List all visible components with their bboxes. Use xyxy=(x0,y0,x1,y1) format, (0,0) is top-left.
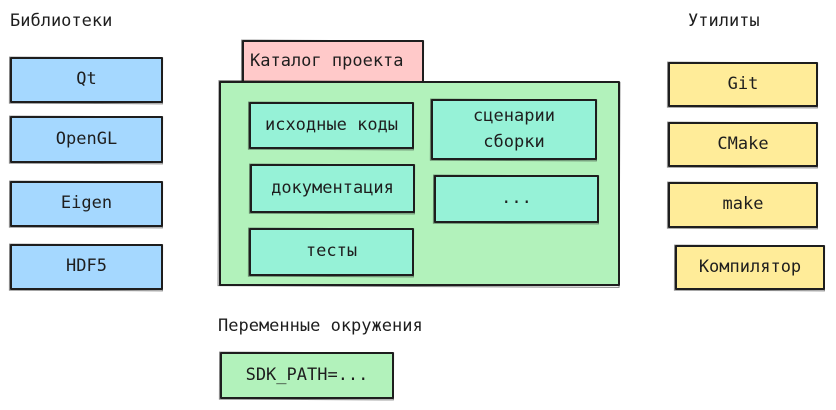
utility-git: Git xyxy=(668,62,818,107)
catalog-title: Каталог проекта xyxy=(250,50,404,71)
utility-compiler-label: Компилятор xyxy=(698,256,802,277)
utility-cmake: CMake xyxy=(668,122,818,167)
catalog-item-build-scripts-line1: сценарии xyxy=(473,106,555,126)
catalog-item-more: ... xyxy=(434,175,599,223)
utility-compiler: Компилятор xyxy=(675,245,825,290)
catalog-item-source: исходные коды xyxy=(249,102,414,149)
catalog-item-more-label: ... xyxy=(501,188,532,209)
library-eigen: Eigen xyxy=(10,181,163,227)
utility-make-label: make xyxy=(722,194,764,215)
env-title: Переменные окружения xyxy=(218,316,423,336)
library-opengl: OpenGL xyxy=(10,116,163,163)
library-hdf5: HDF5 xyxy=(10,244,163,290)
catalog-item-docs: документация xyxy=(250,164,415,213)
utility-cmake-label: CMake xyxy=(717,133,769,154)
env-variable: SDK_PATH=... xyxy=(220,352,394,399)
library-qt-label: Qt xyxy=(76,69,97,90)
library-hdf5-label: HDF5 xyxy=(66,256,107,277)
catalog-item-build-scripts-line2: сборки xyxy=(483,131,545,152)
catalog-tab: Каталог проекта xyxy=(242,40,424,83)
libraries-title: Библиотеки xyxy=(10,11,113,31)
catalog-item-build-scripts: сценарии сборки xyxy=(431,99,597,160)
library-eigen-label: Eigen xyxy=(60,193,113,214)
utilities-title: Утилиты xyxy=(688,11,760,31)
library-qt: Qt xyxy=(10,57,163,103)
utility-git-label: Git xyxy=(727,73,759,94)
catalog-item-docs-label: документация xyxy=(271,177,394,198)
catalog-item-tests-label: тесты xyxy=(305,241,358,262)
library-opengl-label: OpenGL xyxy=(55,128,118,149)
catalog-item-source-label: исходные коды xyxy=(264,114,399,135)
env-variable-label: SDK_PATH=... xyxy=(245,364,369,385)
utility-make: make xyxy=(668,182,818,228)
catalog-item-tests: тесты xyxy=(249,228,414,276)
